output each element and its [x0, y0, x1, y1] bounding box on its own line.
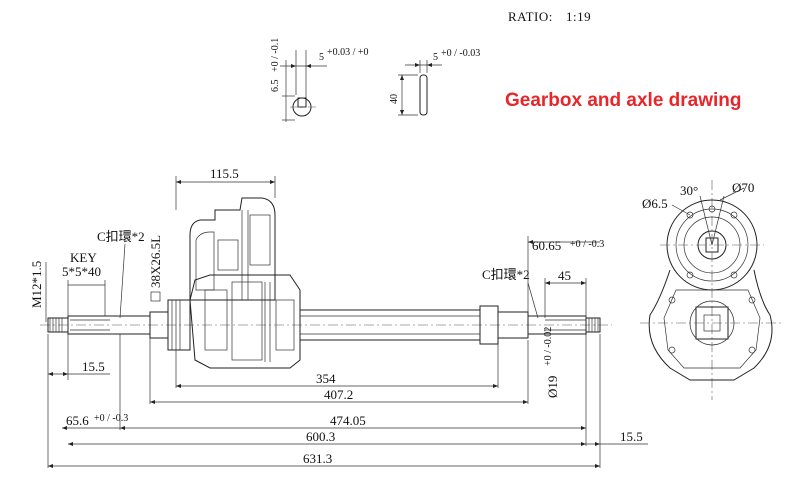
key-section-detail: 5 +0.03 / +0 6.5 +0 / -0.1 — [270, 38, 369, 122]
key-height-tol: +0 / -0.1 — [270, 38, 281, 72]
key-width-label: 5 — [319, 52, 324, 63]
dim-354: 354 — [316, 371, 336, 386]
clip-left-label: C扣環*2 — [97, 229, 145, 244]
dim-45: 45 — [558, 268, 571, 283]
hole-dia-label: Ø6.5 — [642, 196, 668, 211]
dim-65-6: 65.6 — [66, 413, 89, 428]
key-size: 5*5*40 — [62, 264, 101, 279]
dim-474-05: 474.05 — [330, 413, 366, 428]
front-view-dimensions: 115.5 C扣環*2 C扣環*2 38X26.5L M12*1.5 KEY 5… — [29, 166, 648, 468]
dim-60-65: 60.65 — [532, 238, 561, 253]
key-profile-width-tol: +0 / -0.03 — [441, 48, 480, 59]
axle-front-view — [40, 197, 612, 369]
dim-60-65-tol: +0 / -0.3 — [570, 239, 604, 250]
clip-right-label: C扣環*2 — [482, 267, 530, 282]
ratio-value: 1:19 — [566, 9, 591, 24]
key-title: KEY — [70, 250, 97, 265]
shaft-dia-tol: +0 / -0.02 — [543, 327, 554, 366]
drawing-title: Gearbox and axle drawing — [505, 90, 742, 111]
key-profile-width-label: 5 — [433, 52, 438, 63]
gearbox-side-view: 30° Ø70 Ø6.5 — [640, 180, 784, 400]
bolt-circle-label: Ø70 — [732, 180, 754, 195]
dim-600-3: 600.3 — [306, 429, 335, 444]
key-profile-detail: 5 +0 / -0.03 40 — [389, 48, 480, 116]
ratio-label: RATIO: — [508, 9, 553, 24]
dim-left-15-5: 15.5 — [82, 359, 105, 374]
thread-label: M12*1.5 — [29, 261, 44, 308]
dim-115-5: 115.5 — [210, 166, 239, 181]
dim-right-15-5: 15.5 — [620, 429, 643, 444]
bearing-label: 38X26.5L — [148, 235, 163, 288]
key-height-label: 6.5 — [270, 80, 281, 93]
angle-label: 30° — [680, 183, 698, 198]
dim-407-2: 407.2 — [324, 387, 353, 402]
key-profile-length: 40 — [389, 94, 400, 104]
key-width-tol: +0.03 / +0 — [327, 47, 369, 58]
dim-65-6-tol: +0 / -0.3 — [94, 413, 128, 424]
shaft-dia-label: Ø19 — [545, 376, 560, 398]
dim-631-3: 631.3 — [303, 451, 332, 466]
